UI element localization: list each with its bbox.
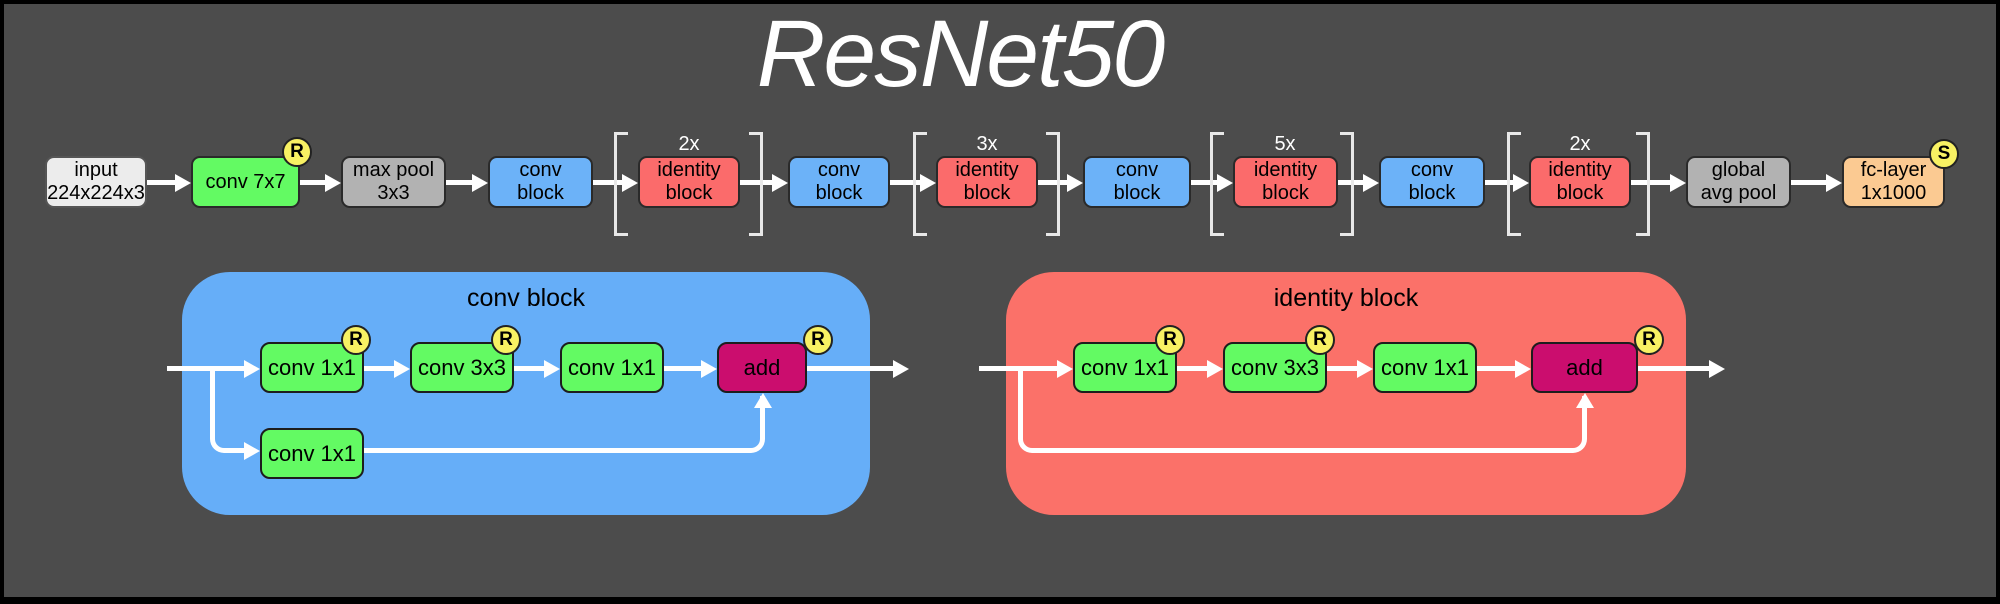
relu-badge: R	[282, 137, 312, 167]
ib-main-line	[1327, 366, 1359, 371]
repeat-label-5x: 5x	[1274, 133, 1296, 155]
relu-badge: R	[803, 325, 833, 355]
arrow-head	[544, 360, 560, 378]
ib-shortcut-return-line	[1308, 396, 1587, 453]
cb-shortcut-branch-line	[210, 368, 250, 453]
arrow	[890, 180, 922, 185]
cb-exit-line	[807, 366, 893, 371]
arrow-head	[325, 174, 341, 192]
ib-conv3x3: conv 3x3	[1223, 342, 1327, 393]
arrow-head	[1217, 174, 1233, 192]
arrow-head	[394, 360, 410, 378]
arrow-head	[1670, 174, 1686, 192]
arrow-head	[1513, 174, 1529, 192]
ib-add: add	[1531, 342, 1638, 393]
repeat-label-2x-b: 2x	[1569, 133, 1591, 155]
arrow-head	[701, 360, 717, 378]
bracket-left-4	[1507, 132, 1521, 236]
cb-main-line	[364, 366, 396, 371]
cb-conv1x1-b: conv 1x1	[560, 342, 664, 393]
bracket-right-3	[1340, 132, 1354, 236]
arrow	[1038, 180, 1069, 185]
arrow-head	[1067, 174, 1083, 192]
node-identity-block-2: identity block	[936, 156, 1038, 208]
ib-exit-line	[1638, 366, 1709, 371]
node-input: input 224x224x3	[45, 156, 147, 208]
node-conv-block-2: conv block	[788, 156, 890, 208]
bracket-left-3	[1210, 132, 1224, 236]
arrow	[1191, 180, 1219, 185]
arrow-head-up	[1576, 393, 1594, 408]
node-fc-layer: fc-layer 1x1000	[1842, 156, 1945, 208]
arrow-head	[1057, 360, 1073, 378]
ib-conv1x1-a: conv 1x1	[1073, 342, 1177, 393]
repeat-label-2x-a: 2x	[678, 133, 700, 155]
arrow-head	[920, 174, 936, 192]
frame-border	[1996, 0, 2000, 604]
arrow	[1485, 180, 1515, 185]
cb-shortcut-return-line	[364, 396, 765, 453]
arrow	[593, 180, 624, 185]
cb-main-line	[514, 366, 546, 371]
ib-shortcut-line	[1018, 368, 1308, 453]
arrow	[300, 180, 327, 185]
frame-border	[0, 597, 2000, 604]
identity-block-detail-title: identity block	[1273, 284, 1419, 312]
node-conv-block-4: conv block	[1379, 156, 1485, 208]
cb-shortcut-conv1x1: conv 1x1	[260, 428, 364, 479]
node-identity-block-3: identity block	[1233, 156, 1338, 208]
arrow-head-up	[754, 393, 772, 408]
cb-main-line	[664, 366, 703, 371]
relu-badge: R	[1634, 325, 1664, 355]
arrow-head	[1207, 360, 1223, 378]
arrow-head	[893, 360, 909, 378]
arrow	[1791, 180, 1828, 185]
arrow-head	[472, 174, 488, 192]
relu-badge: R	[491, 325, 521, 355]
bracket-right-1	[749, 132, 763, 236]
page-title: ResNet50	[756, 1, 1165, 107]
arrow-head	[244, 442, 260, 460]
node-maxpool: max pool 3x3	[341, 156, 446, 208]
arrow-head	[1709, 360, 1725, 378]
bracket-right-2	[1046, 132, 1060, 236]
arrow-head	[175, 174, 191, 192]
node-identity-block-4: identity block	[1529, 156, 1631, 208]
relu-badge: R	[1305, 325, 1335, 355]
arrow-head	[1826, 174, 1842, 192]
frame-border	[0, 0, 4, 604]
softmax-badge: S	[1929, 139, 1959, 169]
arrow	[740, 180, 774, 185]
ib-conv1x1-b: conv 1x1	[1373, 342, 1477, 393]
node-conv7x7: conv 7x7	[191, 156, 300, 208]
node-conv-block-1: conv block	[488, 156, 593, 208]
relu-badge: R	[341, 325, 371, 355]
node-conv-block-3: conv block	[1083, 156, 1191, 208]
cb-conv1x1-a: conv 1x1	[260, 342, 364, 393]
cb-add: add	[717, 342, 807, 393]
identity-block-container	[1006, 272, 1686, 515]
ib-main-line	[1177, 366, 1209, 371]
arrow-head	[1363, 174, 1379, 192]
arrow-head	[1515, 360, 1531, 378]
conv-block-detail-title: conv block	[466, 284, 586, 312]
bracket-right-4	[1636, 132, 1650, 236]
bracket-left-1	[614, 132, 628, 236]
arrow	[147, 180, 177, 185]
node-identity-block-1: identity block	[638, 156, 740, 208]
bracket-left-2	[913, 132, 927, 236]
arrow-head	[622, 174, 638, 192]
frame-border	[0, 0, 2000, 4]
arrow	[446, 180, 474, 185]
arrow-head	[1357, 360, 1373, 378]
repeat-label-3x: 3x	[976, 133, 998, 155]
relu-badge: R	[1155, 325, 1185, 355]
ib-main-line	[1477, 366, 1517, 371]
node-global-avg-pool: global avg pool	[1686, 156, 1791, 208]
arrow	[1631, 180, 1672, 185]
arrow-head	[772, 174, 788, 192]
cb-entry-line	[167, 366, 246, 371]
